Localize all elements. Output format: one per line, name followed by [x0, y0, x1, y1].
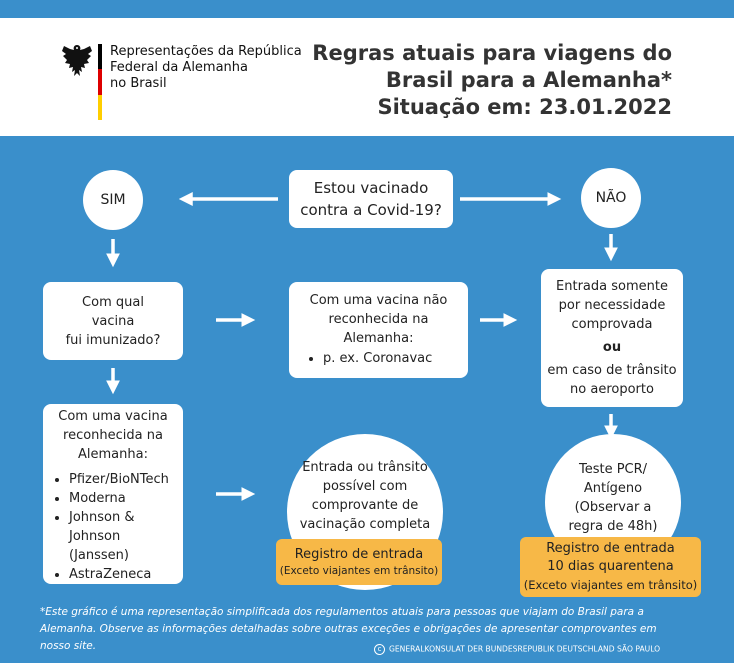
registration-right-note: (Exceto viajantes em trânsito)	[523, 578, 698, 592]
not-recognized-line: Com uma vacina não	[309, 293, 448, 308]
eagle-emblem-icon	[60, 42, 94, 80]
test-line: Antígeno	[583, 481, 643, 496]
test-line: (Observar a	[574, 500, 652, 515]
not-recognized-item: p. ex. Coronavac	[323, 349, 468, 368]
title-line: Situação em: 23.01.2022	[377, 95, 672, 119]
credit-text: GENERALKONSULAT DER BUNDESREPUBLIK DEUTS…	[389, 644, 661, 654]
page-title: Regras atuais para viagens do Brasil par…	[312, 40, 672, 121]
flag-gold	[98, 94, 102, 120]
registration-right-quarantine: 10 dias quarentena	[547, 559, 674, 574]
entry-possible-line: possível com	[322, 479, 408, 494]
flag-black	[98, 44, 102, 70]
footnote: *Este gráfico é uma representação simpli…	[40, 606, 657, 652]
entry-line: em caso de trânsito	[547, 363, 677, 378]
entry-line: no aeroporto	[570, 382, 654, 397]
yes-circle: SIM	[83, 170, 143, 230]
entry-line: comprovada	[571, 317, 653, 332]
recognized-item: Moderna	[69, 489, 179, 508]
recognized-item: Pfizer/BioNTech	[69, 470, 179, 489]
org-line: Representações da República	[110, 44, 302, 59]
entry-necessity-box: Entrada somente por necessidade comprova…	[541, 269, 683, 407]
test-line: regra de 48h)	[568, 519, 658, 534]
entry-line: Entrada somente	[556, 279, 668, 294]
question-line: contra a Covid-19?	[300, 201, 442, 219]
registration-right-box: Registro de entrada 10 dias quarentena (…	[520, 537, 701, 597]
entry-possible-line: comprovante de	[311, 498, 419, 513]
recognized-item: Johnson & Johnson (Janssen)	[69, 508, 179, 565]
no-circle: NÃO	[581, 168, 641, 228]
entry-line: por necessidade	[558, 298, 666, 313]
entry-or: ou	[602, 340, 622, 355]
not-recognized-line: reconhecida na	[328, 312, 429, 327]
which-vaccine-line: Com qual	[82, 294, 144, 310]
header	[0, 18, 734, 136]
yes-label: SIM	[100, 192, 126, 208]
flag-red	[98, 69, 102, 95]
recognized-line: Alemanha:	[78, 447, 148, 462]
registration-left-title: Registro de entrada	[294, 547, 424, 562]
test-line: Teste PCR/	[578, 462, 648, 477]
not-recognized-line: Alemanha:	[343, 331, 414, 346]
entry-possible-line: vacinação completa	[299, 517, 431, 532]
org-line: Federal da Alemanha	[110, 60, 248, 75]
registration-right-title: Registro de entrada	[546, 541, 675, 556]
no-label: NÃO	[595, 190, 627, 206]
title-line: Regras atuais para viagens do	[312, 41, 672, 65]
which-vaccine-line: vacina	[91, 313, 135, 329]
organization-name: Representações da República Federal da A…	[110, 44, 302, 92]
which-vaccine-line: fui imunizado?	[65, 332, 161, 348]
org-line: no Brasil	[110, 76, 167, 91]
recognized-item: AstraZeneca	[69, 565, 179, 584]
top-bar	[20, 0, 722, 18]
entry-possible-line: Entrada ou trânsito	[302, 460, 428, 475]
german-flag-stripe	[98, 44, 102, 120]
question-line: Estou vacinado	[313, 179, 429, 197]
registration-left-note: (Exceto viajantes em trânsito)	[279, 565, 439, 577]
copyright-icon: c	[374, 644, 385, 655]
which-vaccine-box: Com qual vacina fui imunizado?	[43, 282, 183, 360]
registration-left-box: Registro de entrada (Exceto viajantes em…	[276, 539, 442, 585]
recognized-line: Com uma vacina	[58, 409, 168, 424]
recognized-line: reconhecida na	[63, 428, 163, 443]
not-recognized-box: Com uma vacina não reconhecida na Aleman…	[289, 282, 468, 378]
recognized-box: Com uma vacina reconhecida na Alemanha: …	[43, 404, 183, 584]
question-box: Estou vacinado contra a Covid-19?	[289, 170, 453, 228]
title-line: Brasil para a Alemanha*	[385, 68, 672, 92]
credit: c GENERALKONSULAT DER BUNDESREPUBLIK DEUT…	[374, 644, 660, 655]
